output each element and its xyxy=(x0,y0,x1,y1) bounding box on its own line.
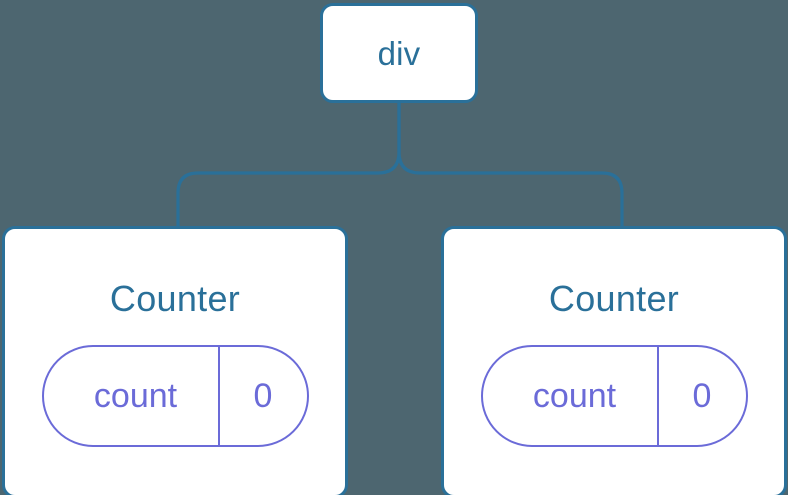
node-counter-right[interactable]: Counter count 0 xyxy=(441,226,787,495)
edge-root-to-counter-left xyxy=(176,103,401,228)
node-div[interactable]: div xyxy=(320,3,478,103)
edge-root-to-counter-right xyxy=(397,103,624,228)
state-value-label: 0 xyxy=(656,347,746,445)
state-key-label: count xyxy=(93,377,178,415)
state-pill-counter-right: count 0 xyxy=(480,345,748,447)
node-counter-left-label: Counter xyxy=(109,278,241,319)
state-value-label: 0 xyxy=(217,347,307,445)
node-counter-left[interactable]: Counter count 0 xyxy=(2,226,348,495)
node-counter-right-label: Counter xyxy=(548,278,680,319)
state-key-label: count xyxy=(532,377,617,415)
state-pill-counter-left: count 0 xyxy=(41,345,309,447)
node-div-label: div xyxy=(377,34,421,72)
